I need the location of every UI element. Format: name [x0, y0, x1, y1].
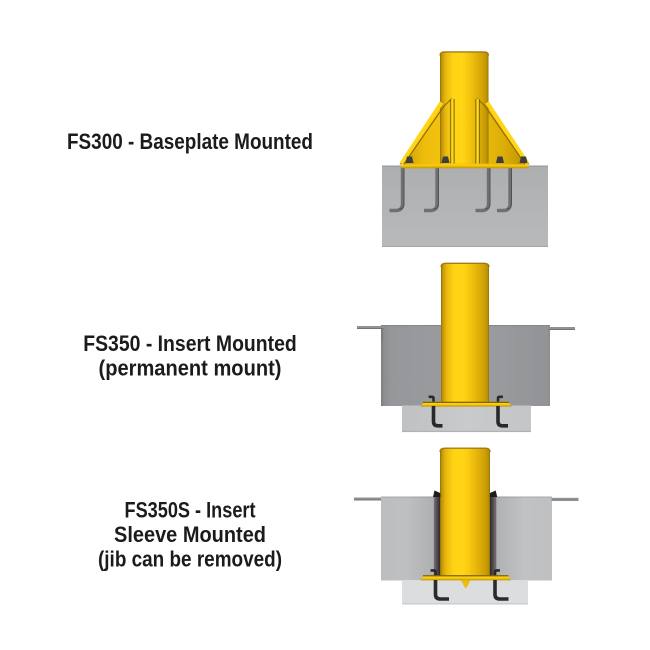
svg-text:FS300 - Baseplate Mounted: FS300 - Baseplate Mounted	[67, 129, 313, 154]
svg-text:FS350S - Insert: FS350S - Insert	[125, 498, 256, 523]
svg-text:(permanent mount): (permanent mount)	[99, 356, 282, 381]
svg-text:(jib can be removed): (jib can be removed)	[98, 547, 282, 572]
svg-text:FS350 - Insert Mounted: FS350 - Insert Mounted	[83, 331, 297, 356]
svg-text:Sleeve Mounted: Sleeve Mounted	[114, 522, 266, 547]
